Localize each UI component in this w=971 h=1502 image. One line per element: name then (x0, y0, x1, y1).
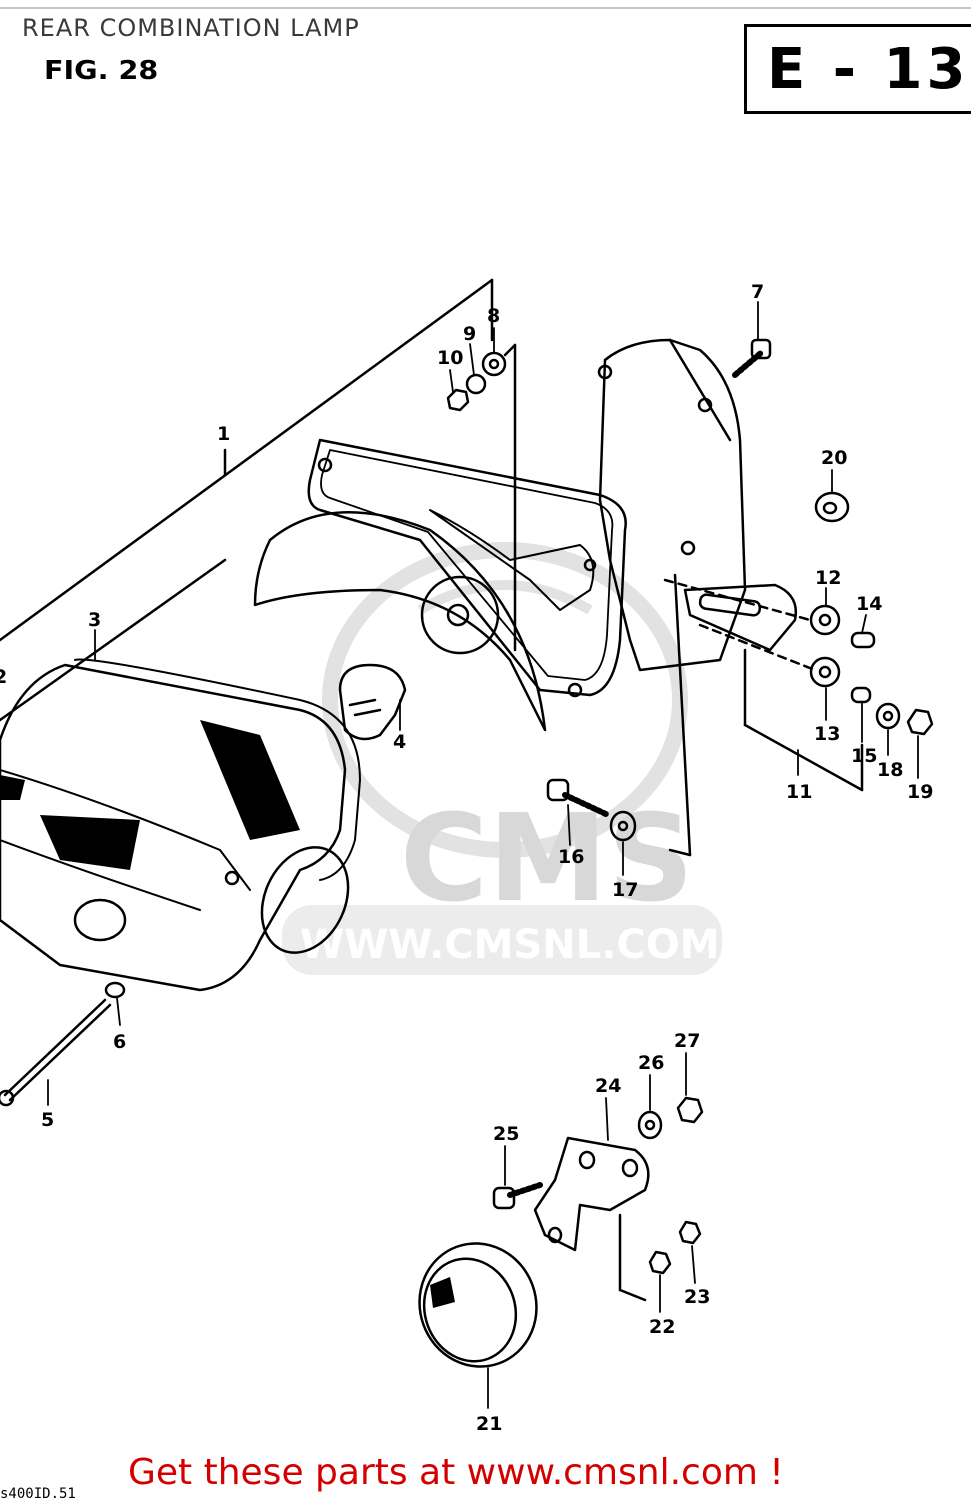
collar-15 (850, 686, 872, 704)
callout-14: 14 (856, 593, 882, 615)
page-title: REAR COMBINATION LAMP (22, 14, 360, 42)
lens-shading (0, 720, 455, 1308)
callout-12: 12 (815, 567, 841, 589)
callout-18: 18 (877, 759, 903, 781)
nut-19 (906, 708, 934, 736)
bracket-24 (533, 1136, 650, 1252)
nut-22 (648, 1250, 672, 1275)
callout-8: 8 (487, 305, 500, 327)
callout-13: 13 (814, 723, 840, 745)
section-plate-text: E - 13 (767, 37, 970, 102)
callout-26: 26 (638, 1052, 664, 1074)
callout-3: 3 (88, 609, 101, 631)
leader-1-upper (0, 278, 494, 642)
callout-21: 21 (476, 1413, 502, 1435)
nut-27 (676, 1096, 704, 1124)
callout-19: 19 (907, 781, 933, 803)
figure-label: FIG. 28 (44, 56, 159, 86)
watermark-logo: CMS WWW.CMSNL.COM (282, 542, 722, 975)
nut-10 (446, 388, 470, 412)
washer-26 (637, 1110, 663, 1140)
callout-17: 17 (612, 879, 638, 901)
washer-6 (104, 981, 126, 999)
bolt-16 (546, 778, 611, 818)
screw-5 (3, 998, 107, 1097)
callout-6: 6 (113, 1031, 126, 1053)
callout-20: 20 (821, 447, 847, 469)
callout-24: 24 (595, 1075, 621, 1097)
callout-7: 7 (751, 281, 764, 303)
bulb-4 (338, 663, 407, 741)
bolt-7 (732, 338, 772, 378)
lamp-housing (307, 438, 627, 698)
callout-5: 5 (41, 1109, 54, 1131)
footer-code: s400ID.51 (0, 1486, 76, 1502)
callout-9: 9 (463, 323, 476, 345)
cushion-20 (814, 491, 850, 523)
reflector-21 (418, 1242, 538, 1368)
callout-25: 25 (493, 1123, 519, 1145)
grommet-13 (809, 656, 841, 688)
callout-15: 15 (851, 745, 877, 767)
bracket-11 (683, 583, 864, 792)
callout-2: 2 (0, 666, 7, 688)
grommet-12 (809, 604, 841, 636)
callout-4: 4 (393, 731, 406, 753)
callout-leaders (47, 301, 919, 1409)
washer-8 (481, 351, 507, 377)
bolt-25 (492, 1182, 543, 1210)
watermark-url: WWW.CMSNL.COM (300, 922, 720, 968)
washer-18 (875, 702, 901, 730)
footer-cta-link[interactable]: Get these parts at www.cmsnl.com ! (128, 1452, 784, 1493)
collar-14 (850, 631, 876, 649)
nut-23 (678, 1220, 702, 1245)
lamp-lens (0, 658, 361, 992)
callout-22: 22 (649, 1316, 675, 1338)
callout-27: 27 (674, 1030, 700, 1052)
nut-9 (465, 373, 487, 395)
callout-1: 1 (217, 423, 230, 445)
washer-17 (609, 810, 637, 842)
section-plate: E - 13 (744, 24, 971, 114)
callout-23: 23 (684, 1286, 710, 1308)
callout-11: 11 (786, 781, 812, 803)
callout-16: 16 (558, 846, 584, 868)
callout-10: 10 (437, 347, 463, 369)
callout-numbers: 1 2 3 4 5 6 7 8 9 10 11 12 13 14 15 16 1… (0, 281, 933, 1435)
reflector (253, 510, 547, 732)
